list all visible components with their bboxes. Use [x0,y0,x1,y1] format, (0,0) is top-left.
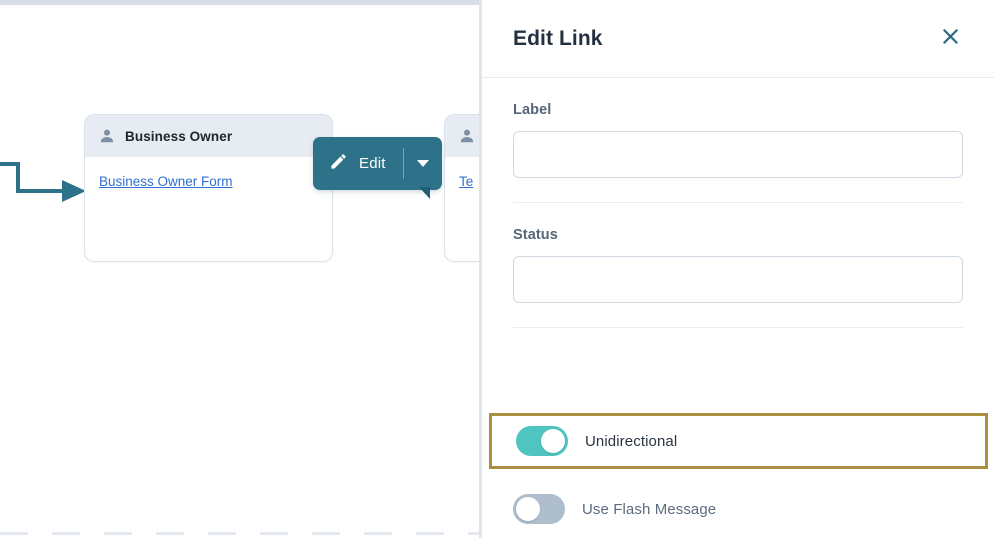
node-card-business-owner[interactable]: Business Owner Business Owner Form [84,114,333,262]
unidirectional-toggle-label: Unidirectional [585,432,678,450]
edit-button-label: Edit [359,155,386,172]
arrow-right-icon [62,180,86,202]
field-separator-1 [513,202,963,203]
node-card-secondary[interactable]: Te [444,114,481,262]
node-body: Business Owner Form [85,157,332,211]
edit-popover[interactable]: Edit [313,137,442,199]
field-group-status: Status [482,203,994,303]
header-divider [482,77,994,78]
toggle-knob [516,497,540,521]
person-icon [459,128,475,144]
status-field-label: Status [513,227,558,243]
unidirectional-toggle[interactable] [516,426,568,456]
node-header [445,115,481,157]
node-body: Te [445,157,481,211]
use-flash-message-toggle-label: Use Flash Message [582,500,717,518]
person-icon [99,128,115,144]
node-form-link[interactable]: Te [459,174,474,189]
status-input[interactable] [513,256,963,303]
edit-link-panel: Edit Link Label Status [481,0,994,538]
toggle-knob [541,429,565,453]
label-input[interactable] [513,131,963,178]
popover-tail [418,187,430,199]
node-title: Business Owner [125,128,233,144]
canvas-bottom-dashed-boundary [0,532,481,535]
page-title: Edit Link [513,26,603,50]
node-header: Business Owner [85,115,332,157]
edit-button[interactable]: Edit [313,137,403,190]
canvas-top-scrollbar[interactable] [0,0,481,7]
pencil-icon [329,152,348,176]
panel-header: Edit Link [482,0,994,77]
edit-divider [402,148,404,179]
node-form-link[interactable]: Business Owner Form [99,174,233,189]
connector-link[interactable] [0,150,96,210]
label-field-label: Label [513,102,552,118]
close-button[interactable] [933,22,967,56]
canvas-top-scrollbar-track [0,5,481,7]
close-icon [940,26,961,52]
use-flash-message-toggle[interactable] [513,494,565,524]
canvas-right-edge [479,0,481,538]
diagram-canvas[interactable]: Business Owner Business Owner Form Te [0,0,481,538]
field-separator-2 [513,327,963,328]
toggle-row-use-flash-message[interactable]: Use Flash Message [492,481,988,537]
toggle-row-unidirectional[interactable]: Unidirectional [489,413,988,469]
field-group-label: Label [482,78,994,178]
chevron-down-icon [416,160,429,167]
edit-dropdown-toggle[interactable] [404,137,442,190]
